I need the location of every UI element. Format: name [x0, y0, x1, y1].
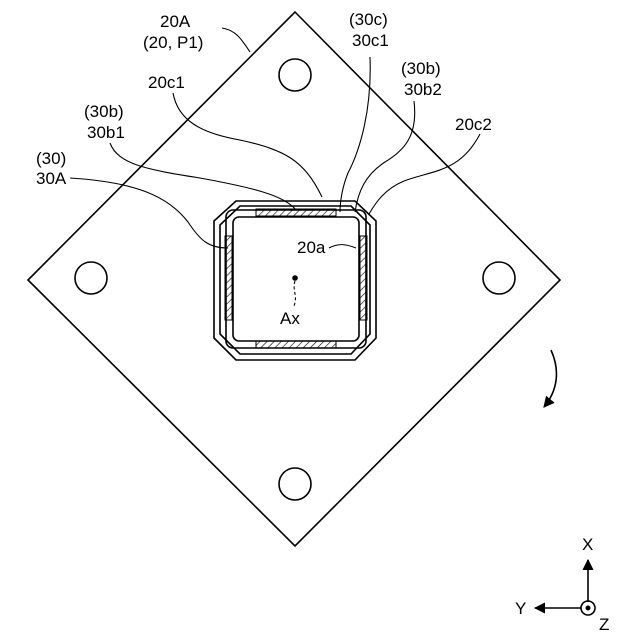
- leader-30b2: [355, 101, 415, 212]
- leader-20c2: [369, 134, 480, 214]
- label-20A: 20A: [160, 12, 191, 31]
- mounting-hole-right: [483, 262, 515, 294]
- axis-center-dot: [292, 275, 298, 281]
- label-20a: 20a: [297, 238, 326, 257]
- axis-label-x: X: [582, 535, 593, 554]
- label-Ax: Ax: [280, 309, 300, 328]
- z-axis-dot: [586, 606, 591, 611]
- mounting-hole-bottom: [279, 468, 311, 500]
- label-20-P1: (20, P1): [143, 33, 203, 52]
- label-30c1: 30c1: [352, 31, 389, 50]
- label-30b1: 30b1: [87, 123, 125, 142]
- mounting-hole-top: [279, 59, 311, 91]
- mounting-hole-left: [75, 262, 107, 294]
- label-30b-left: (30b): [84, 102, 124, 121]
- label-30c: (30c): [349, 10, 388, 29]
- label-30: (30): [36, 149, 66, 168]
- leader-20c1: [173, 93, 322, 197]
- axis-label-y: Y: [515, 599, 526, 618]
- leader-30c1: [340, 57, 370, 212]
- label-30A: 30A: [36, 169, 67, 188]
- label-30b-upper: (30b): [401, 59, 441, 78]
- label-20c2: 20c2: [455, 115, 492, 134]
- label-30b2: 30b2: [404, 80, 442, 99]
- label-20c1: 20c1: [148, 73, 185, 92]
- leader-30b1: [110, 143, 296, 210]
- leader-20A: [222, 28, 250, 52]
- seal-strip-bottom: [256, 341, 336, 348]
- leader-20a: [329, 245, 356, 248]
- axis-label-z: Z: [599, 615, 609, 634]
- rotation-arrow: [544, 350, 556, 407]
- axis-leader: [294, 281, 295, 306]
